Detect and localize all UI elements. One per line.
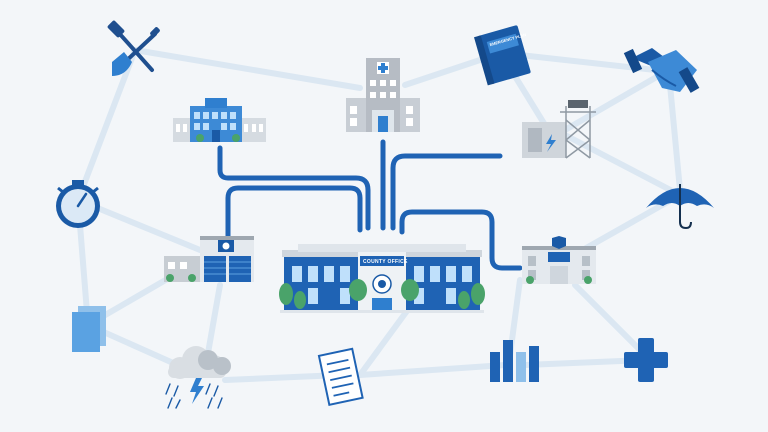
handshake-icon	[623, 48, 700, 93]
documents-icon	[72, 306, 106, 352]
emergency-plan-binder-icon: EMERGENCY PLAN	[474, 25, 531, 86]
storm-cloud-icon	[165, 346, 231, 409]
checklist-icon	[317, 347, 364, 406]
medical-cross-icon	[624, 338, 668, 382]
bar-chart-icon	[490, 340, 539, 382]
hammer-shovel-icon	[107, 20, 160, 76]
stopwatch-icon	[56, 180, 100, 228]
office-building-icon	[173, 98, 266, 142]
power-substation-icon	[522, 100, 596, 159]
hospital-icon	[346, 58, 420, 132]
county-office-icon: COUNTY OFFICE	[279, 244, 485, 313]
connection-pipes	[217, 139, 523, 271]
police-station-icon	[522, 236, 596, 284]
umbrella-icon	[646, 184, 714, 230]
county-office-sign: COUNTY OFFICE	[363, 259, 408, 265]
fire-station-icon	[164, 236, 254, 282]
